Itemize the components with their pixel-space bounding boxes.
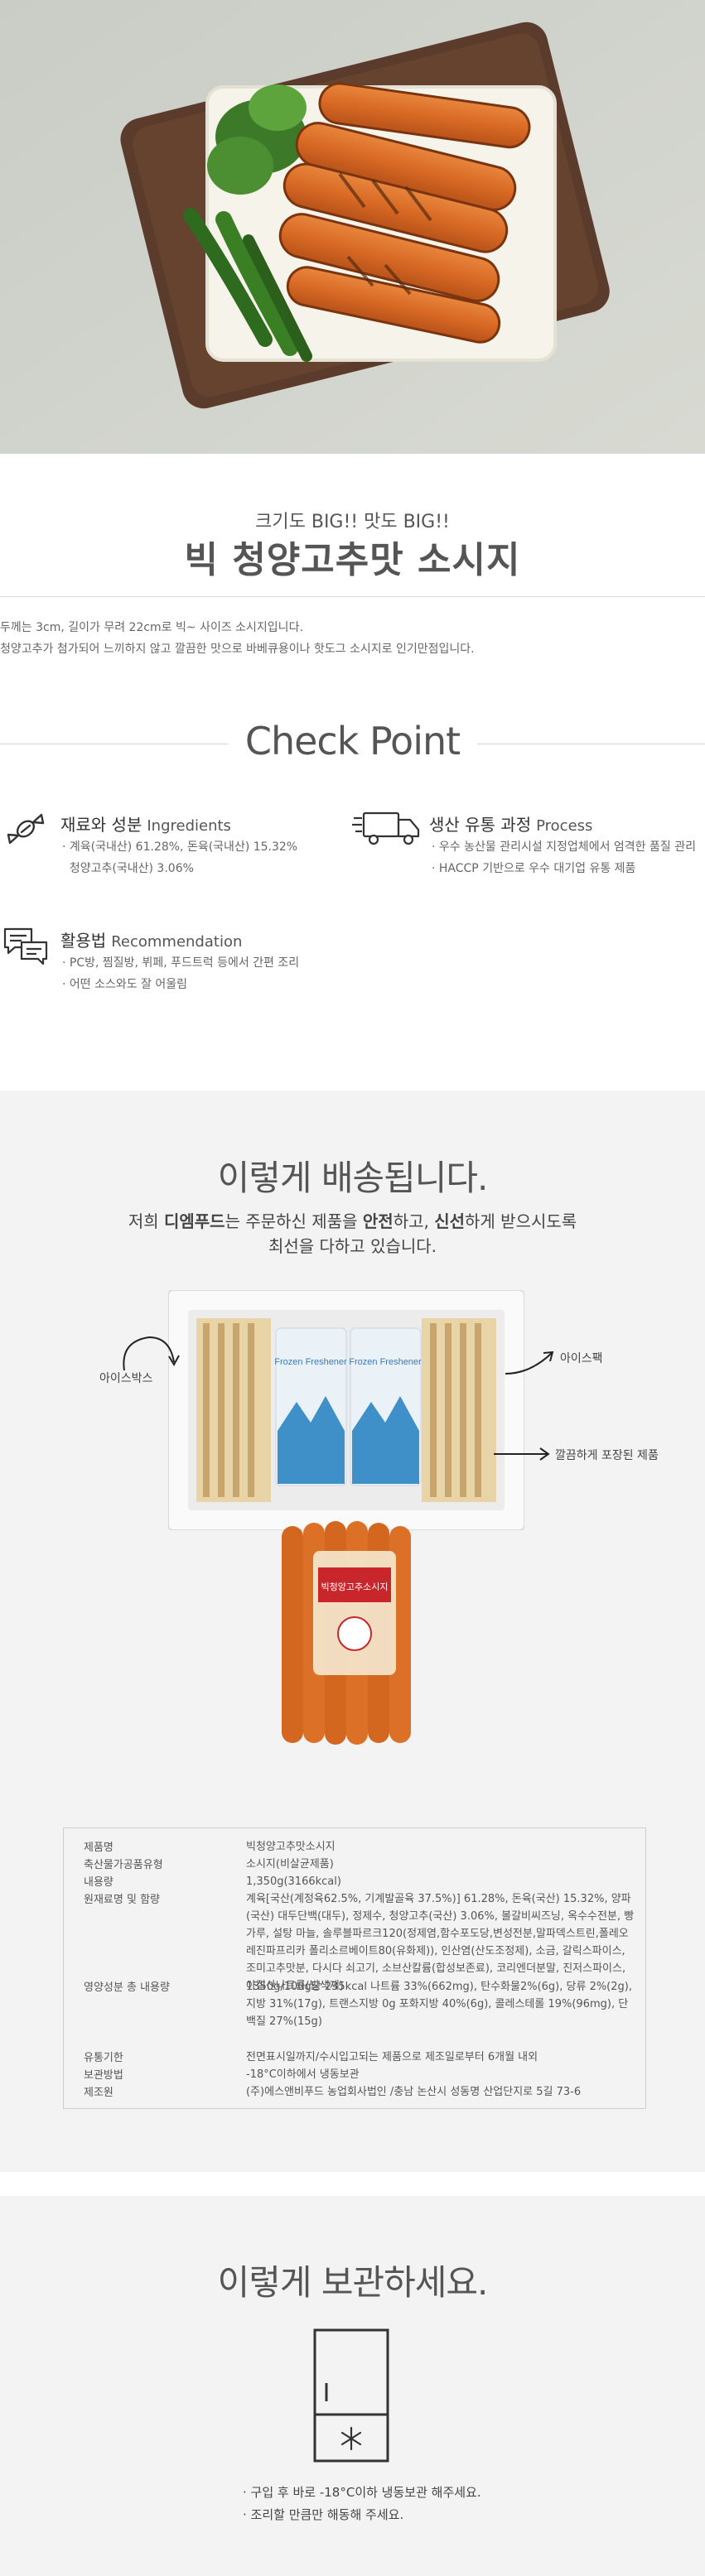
svg-text:빅청양고추소시지: 빅청양고추소시지 (321, 1582, 389, 1592)
shipping-desc: 저희 디엠푸드는 주문하신 제품을 안전하고, 신선하게 받으시도록 최선을 다… (128, 1211, 577, 1256)
label-icepack: 아이스팩 (560, 1352, 603, 1365)
label-icebox: 아이스박스 (99, 1372, 153, 1385)
product-title: 빅 청양고추맛 소시지 (184, 539, 521, 581)
shipping-title: 이렇게 배송됩니다. (217, 1158, 489, 1198)
candy-icon (5, 810, 46, 851)
hero-sausage-photo (0, 0, 705, 454)
feature-ingredients-item: 청양고추(국내산) 3.06% (62, 862, 194, 875)
intro-subtitle: 크기도 BIG!! 맛도 BIG!! (255, 512, 450, 532)
delivery-truck-icon (352, 807, 423, 851)
feature-ingredients-item: · 계육(국내산) 61.28%, 돈육(국내산) 15.32% (62, 840, 298, 854)
feature-process-item: · 우수 농산물 관리시설 지정업체에서 엄격한 품질 관리 (432, 840, 696, 854)
divider (0, 596, 705, 597)
feature-process-item: · HACCP 기반으로 우수 대기업 유통 제품 (432, 862, 636, 875)
feature-recommendation-item: · PC방, 찜질방, 뷔페, 푸드트럭 등에서 간편 조리 (62, 956, 300, 970)
storage-section (0, 2196, 705, 2576)
storage-title: 이렇게 보관하세요. (217, 2262, 489, 2303)
arrow-icon (505, 1345, 555, 1381)
checkpoint-title: Check Point (244, 719, 461, 763)
storage-note: · 구입 후 바로 -18°C이하 냉동보관 해주세요. (243, 2485, 481, 2500)
sausage-plate-illustration (0, 0, 705, 454)
intro-desc-line: 청양고추가 첨가되어 느끼하지 않고 깔끔한 맛으로 바베큐용이나 핫도그 소시… (0, 643, 475, 656)
product-package-photo: 빅청양고추소시지 (275, 1518, 427, 1753)
storage-note: · 조리할 만큼만 해동해 주세요. (243, 2507, 404, 2522)
chat-bubbles-icon (3, 926, 50, 969)
label-wrapped-product: 깔끔하게 포장된 제품 (555, 1449, 659, 1462)
brand-name: 디엠푸드 (163, 1211, 225, 1231)
table-row: 보관방법-18°C이하에서 냉동보관 (84, 2068, 360, 2082)
intro-desc-line: 두께는 3cm, 길이가 무려 22cm로 빅~ 사이즈 소시지입니다. (0, 621, 303, 634)
feature-recommendation-item: · 어떤 소스와도 잘 어울림 (62, 978, 188, 991)
icebox-photo: Frozen Freshener Frozen Freshener (167, 1289, 525, 1534)
svg-text:Frozen Freshener: Frozen Freshener (349, 1357, 422, 1367)
freezer-icon (313, 2328, 389, 2466)
arrow-icon (494, 1446, 552, 1466)
table-row: 제조원(주)에스앤비푸드 농업회사법인 /충남 논산시 성동명 산업단지로 5길… (84, 2086, 582, 2099)
arrow-icon (116, 1333, 182, 1378)
svg-text:Frozen Freshener: Frozen Freshener (274, 1357, 347, 1367)
